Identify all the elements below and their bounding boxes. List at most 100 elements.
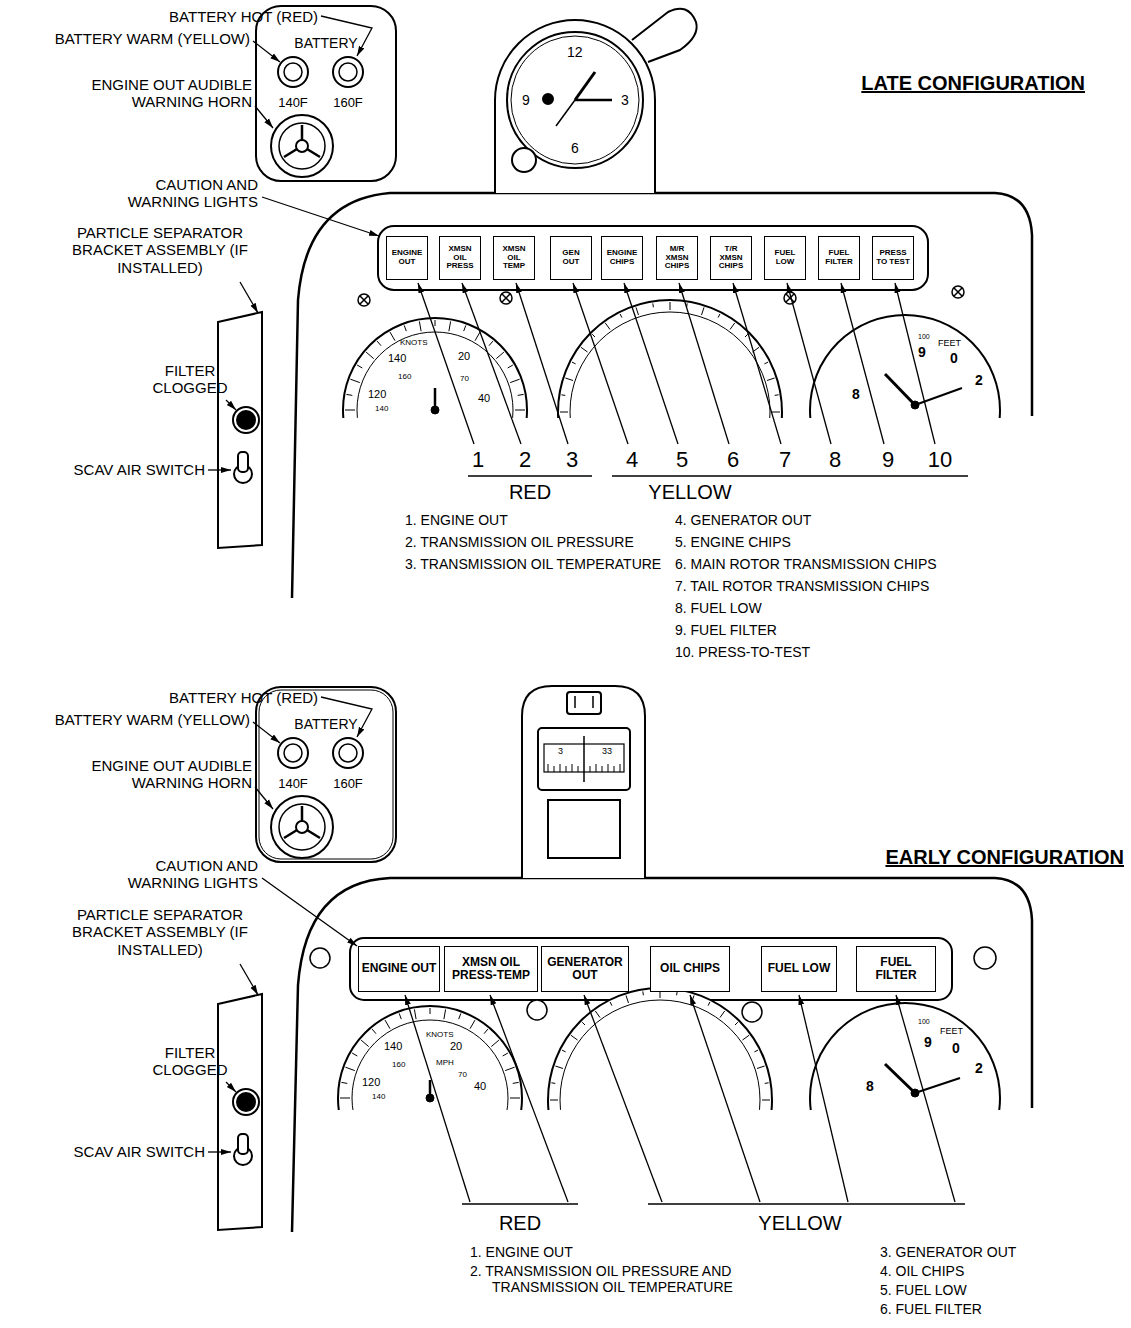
temperature-label: 140F (271, 776, 315, 791)
gauge (431, 406, 439, 414)
leader-line (253, 41, 280, 62)
leader-line (584, 995, 662, 1202)
part-label: ENGINE OUT AUDIBLE WARNING HORN (52, 76, 252, 111)
callout-number: 4 (626, 447, 638, 472)
part-label: FILTER CLOGGED (145, 362, 235, 397)
gauge-tick (503, 1053, 508, 1056)
leader-line (262, 197, 379, 236)
list-item: 7. TAIL ROTOR TRANSMISSION CHIPS (675, 578, 929, 594)
warning-horn (271, 115, 333, 177)
part-label: FILTER CLOGGED (145, 1044, 235, 1079)
particle-separator-bracket (218, 312, 262, 548)
gauge-tick (670, 302, 671, 310)
leader-line (690, 995, 760, 1202)
gauge-tick (366, 352, 374, 359)
light-legend: FUEL LOW (768, 962, 830, 975)
warning-horn (296, 140, 308, 152)
temperature-label: 160F (326, 776, 370, 791)
clock (632, 9, 697, 62)
warning-horn (279, 804, 325, 850)
part-label: SCAV AIR SWITCH (74, 1143, 205, 1160)
indicator-lamp (974, 947, 996, 969)
dial-numeral: 9 (924, 1034, 932, 1050)
dial-numeral: 3 (621, 92, 629, 108)
gauge-tick (346, 394, 352, 395)
panel-screw (954, 288, 962, 296)
battery-indicator-light (278, 57, 308, 87)
group-underline (462, 1203, 965, 1205)
gauge-tick (510, 1098, 520, 1099)
leader-line (787, 283, 831, 444)
gauge-tick (513, 1082, 519, 1083)
gauge (426, 1094, 434, 1102)
list-item: 6. MAIN ROTOR TRANSMISSION CHIPS (675, 556, 937, 572)
leader-line (462, 283, 521, 444)
compass-marking: 3 (558, 746, 563, 756)
part-label: BATTERY HOT (RED) (169, 689, 318, 706)
gauge-tick (652, 303, 654, 307)
warning-light: GEN OUT (550, 236, 592, 280)
battery-indicator-light (259, 690, 393, 859)
group-heading: RED (509, 481, 551, 504)
gauge-tick (642, 991, 644, 995)
particle-separator-bracket (233, 407, 259, 433)
leader-line (624, 283, 678, 444)
group-underline (612, 475, 968, 477)
dial-marking: 120 (362, 1076, 380, 1089)
dial-marking: 140 (372, 1092, 385, 1101)
compass (522, 686, 645, 878)
particle-separator-bracket (238, 452, 248, 472)
list-item: 6. FUEL FILTER (880, 1301, 982, 1317)
part-label: PARTICLE SEPARATOR BRACKET ASSEMBLY (IF … (68, 224, 253, 276)
gauge-tick (508, 365, 513, 368)
gauge-tick (551, 1082, 555, 1084)
clock (575, 72, 595, 100)
gauge-tick (372, 1029, 376, 1034)
callout-number: 3 (566, 447, 578, 472)
part-label: CAUTION AND WARNING LIGHTS (108, 857, 258, 892)
clock (495, 20, 655, 193)
callout-number: 1 (472, 447, 484, 472)
clock (495, 9, 697, 193)
light-legend: T/R XMSN CHIPS (713, 245, 749, 271)
caution-panel-strip (378, 226, 928, 290)
gauge-tick (496, 352, 504, 359)
gauge-tick (772, 412, 780, 413)
dial-marking: FEET (940, 1026, 963, 1036)
warning-light: OIL CHIPS (650, 946, 730, 992)
dial-numeral: 9 (918, 344, 926, 360)
battery-indicator-light (339, 63, 357, 81)
callout-number: 10 (928, 447, 952, 472)
dial-numeral: 8 (852, 386, 860, 402)
gauge-tick (767, 378, 775, 381)
gauge-tick (435, 320, 436, 326)
gauge-tick (444, 1009, 446, 1019)
part-label: BATTERY WARM (YELLOW) (55, 30, 250, 47)
warning-light: FUEL LOW (764, 236, 806, 280)
list-item: 5. ENGINE CHIPS (675, 534, 791, 550)
gauge-tick (702, 307, 705, 315)
gauge (548, 988, 772, 1110)
warning-light: ENGINE OUT (358, 946, 440, 992)
clock (556, 100, 575, 126)
list-item: 1. ENGINE OUT (470, 1244, 573, 1260)
caution-panel-strip (350, 938, 952, 1000)
light-legend: ENGINE CHIPS (604, 249, 640, 267)
gauge-tick (571, 1035, 578, 1040)
instrument-panel-outline (292, 193, 1032, 598)
gauge (885, 374, 915, 405)
warning-light: ENGINE OUT (386, 236, 428, 280)
gauge-tick (340, 1098, 350, 1099)
dial-marking: 160 (398, 372, 411, 381)
gauge-tick (341, 1082, 347, 1083)
panel-screw (358, 294, 370, 306)
dial-marking: 140 (388, 352, 406, 365)
gauge-tick (562, 1050, 566, 1052)
gauge (560, 1000, 760, 1110)
light-legend: GENERATOR OUT (544, 956, 626, 982)
battery-indicator-light (333, 738, 363, 768)
compass (575, 696, 593, 708)
indicator-lamp (527, 1000, 547, 1020)
temperature-label: 160F (326, 95, 370, 110)
part-label: BATTERY HOT (RED) (169, 8, 318, 25)
